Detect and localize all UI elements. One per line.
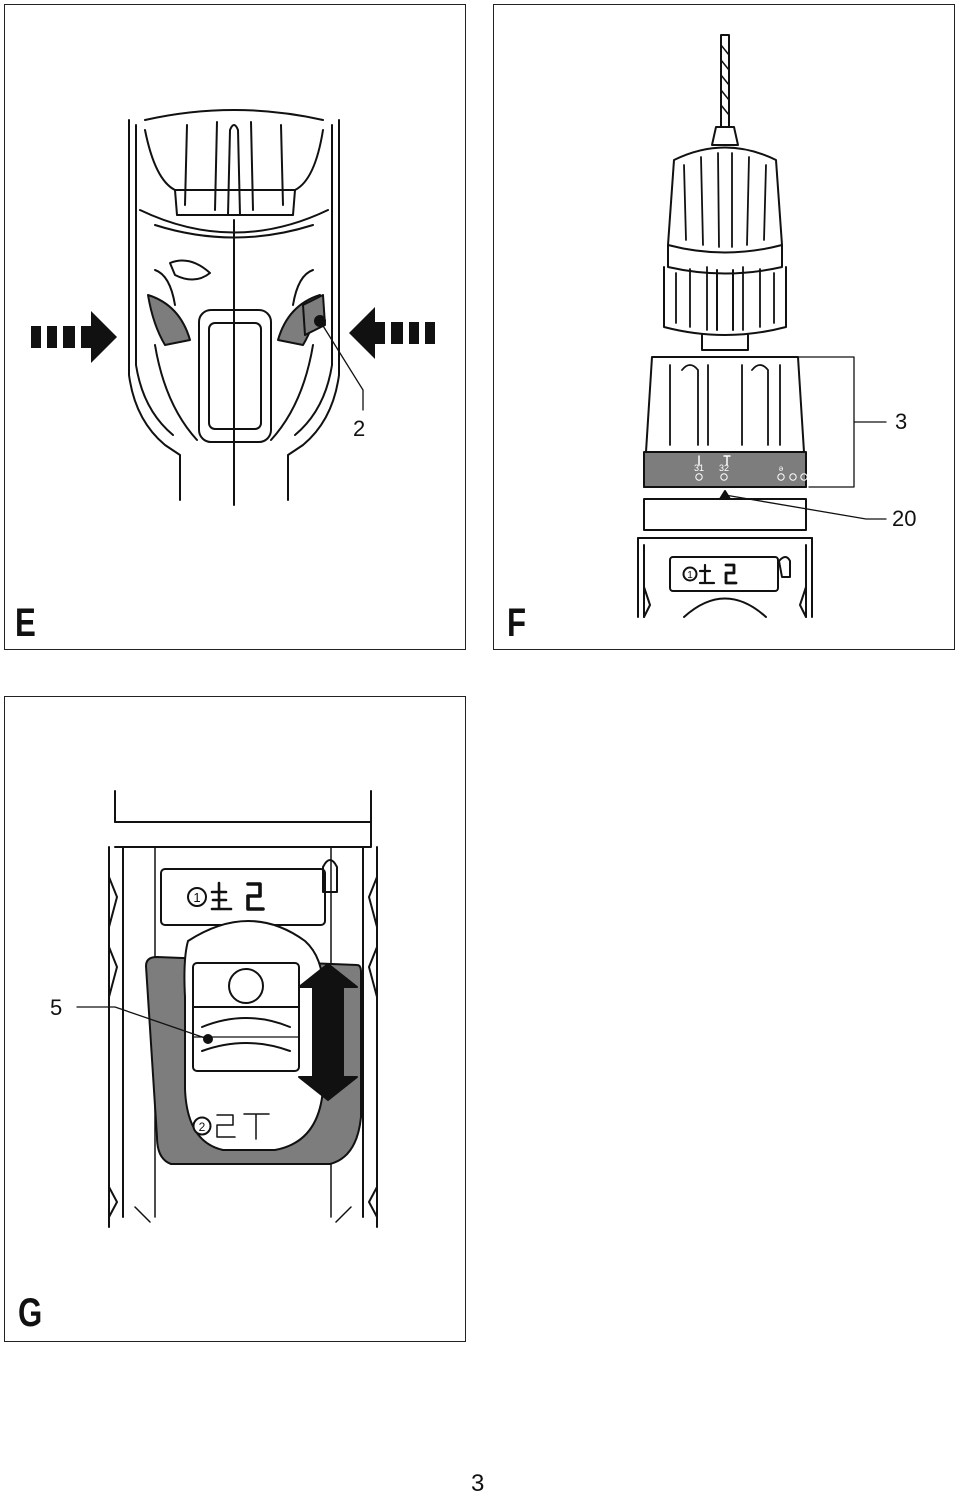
mode-label-2: 2 bbox=[199, 1120, 206, 1134]
figure-letter-g: G bbox=[18, 1291, 43, 1335]
page-number: 3 bbox=[471, 1470, 485, 1497]
ring-label-31: 31 bbox=[694, 463, 704, 473]
ring-label-32: 32 bbox=[719, 463, 729, 473]
figure-g-panel: 1 2 5 G bbox=[4, 696, 466, 1342]
mode-label-1: 1 bbox=[687, 570, 693, 581]
figure-letter-f: F bbox=[507, 601, 527, 645]
callout-2: 2 bbox=[353, 416, 366, 441]
ring-label-3: ǝ bbox=[779, 464, 784, 473]
figure-letter-e: E bbox=[15, 601, 36, 645]
figure-e-panel: 2 E bbox=[4, 4, 466, 650]
drill-chuck-side-view-illustration: 31 32 ǝ 1 bbox=[637, 34, 887, 618]
figure-f-panel: 31 32 ǝ 1 3 20 F bbox=[493, 4, 955, 650]
callout-3: 3 bbox=[895, 409, 908, 434]
callout-5: 5 bbox=[50, 995, 63, 1020]
mode-label-1: 1 bbox=[193, 890, 200, 905]
callout-20: 20 bbox=[892, 506, 917, 531]
drill-top-view-illustration bbox=[31, 109, 435, 506]
gear-selector-slider-illustration: 1 2 bbox=[76, 790, 378, 1228]
